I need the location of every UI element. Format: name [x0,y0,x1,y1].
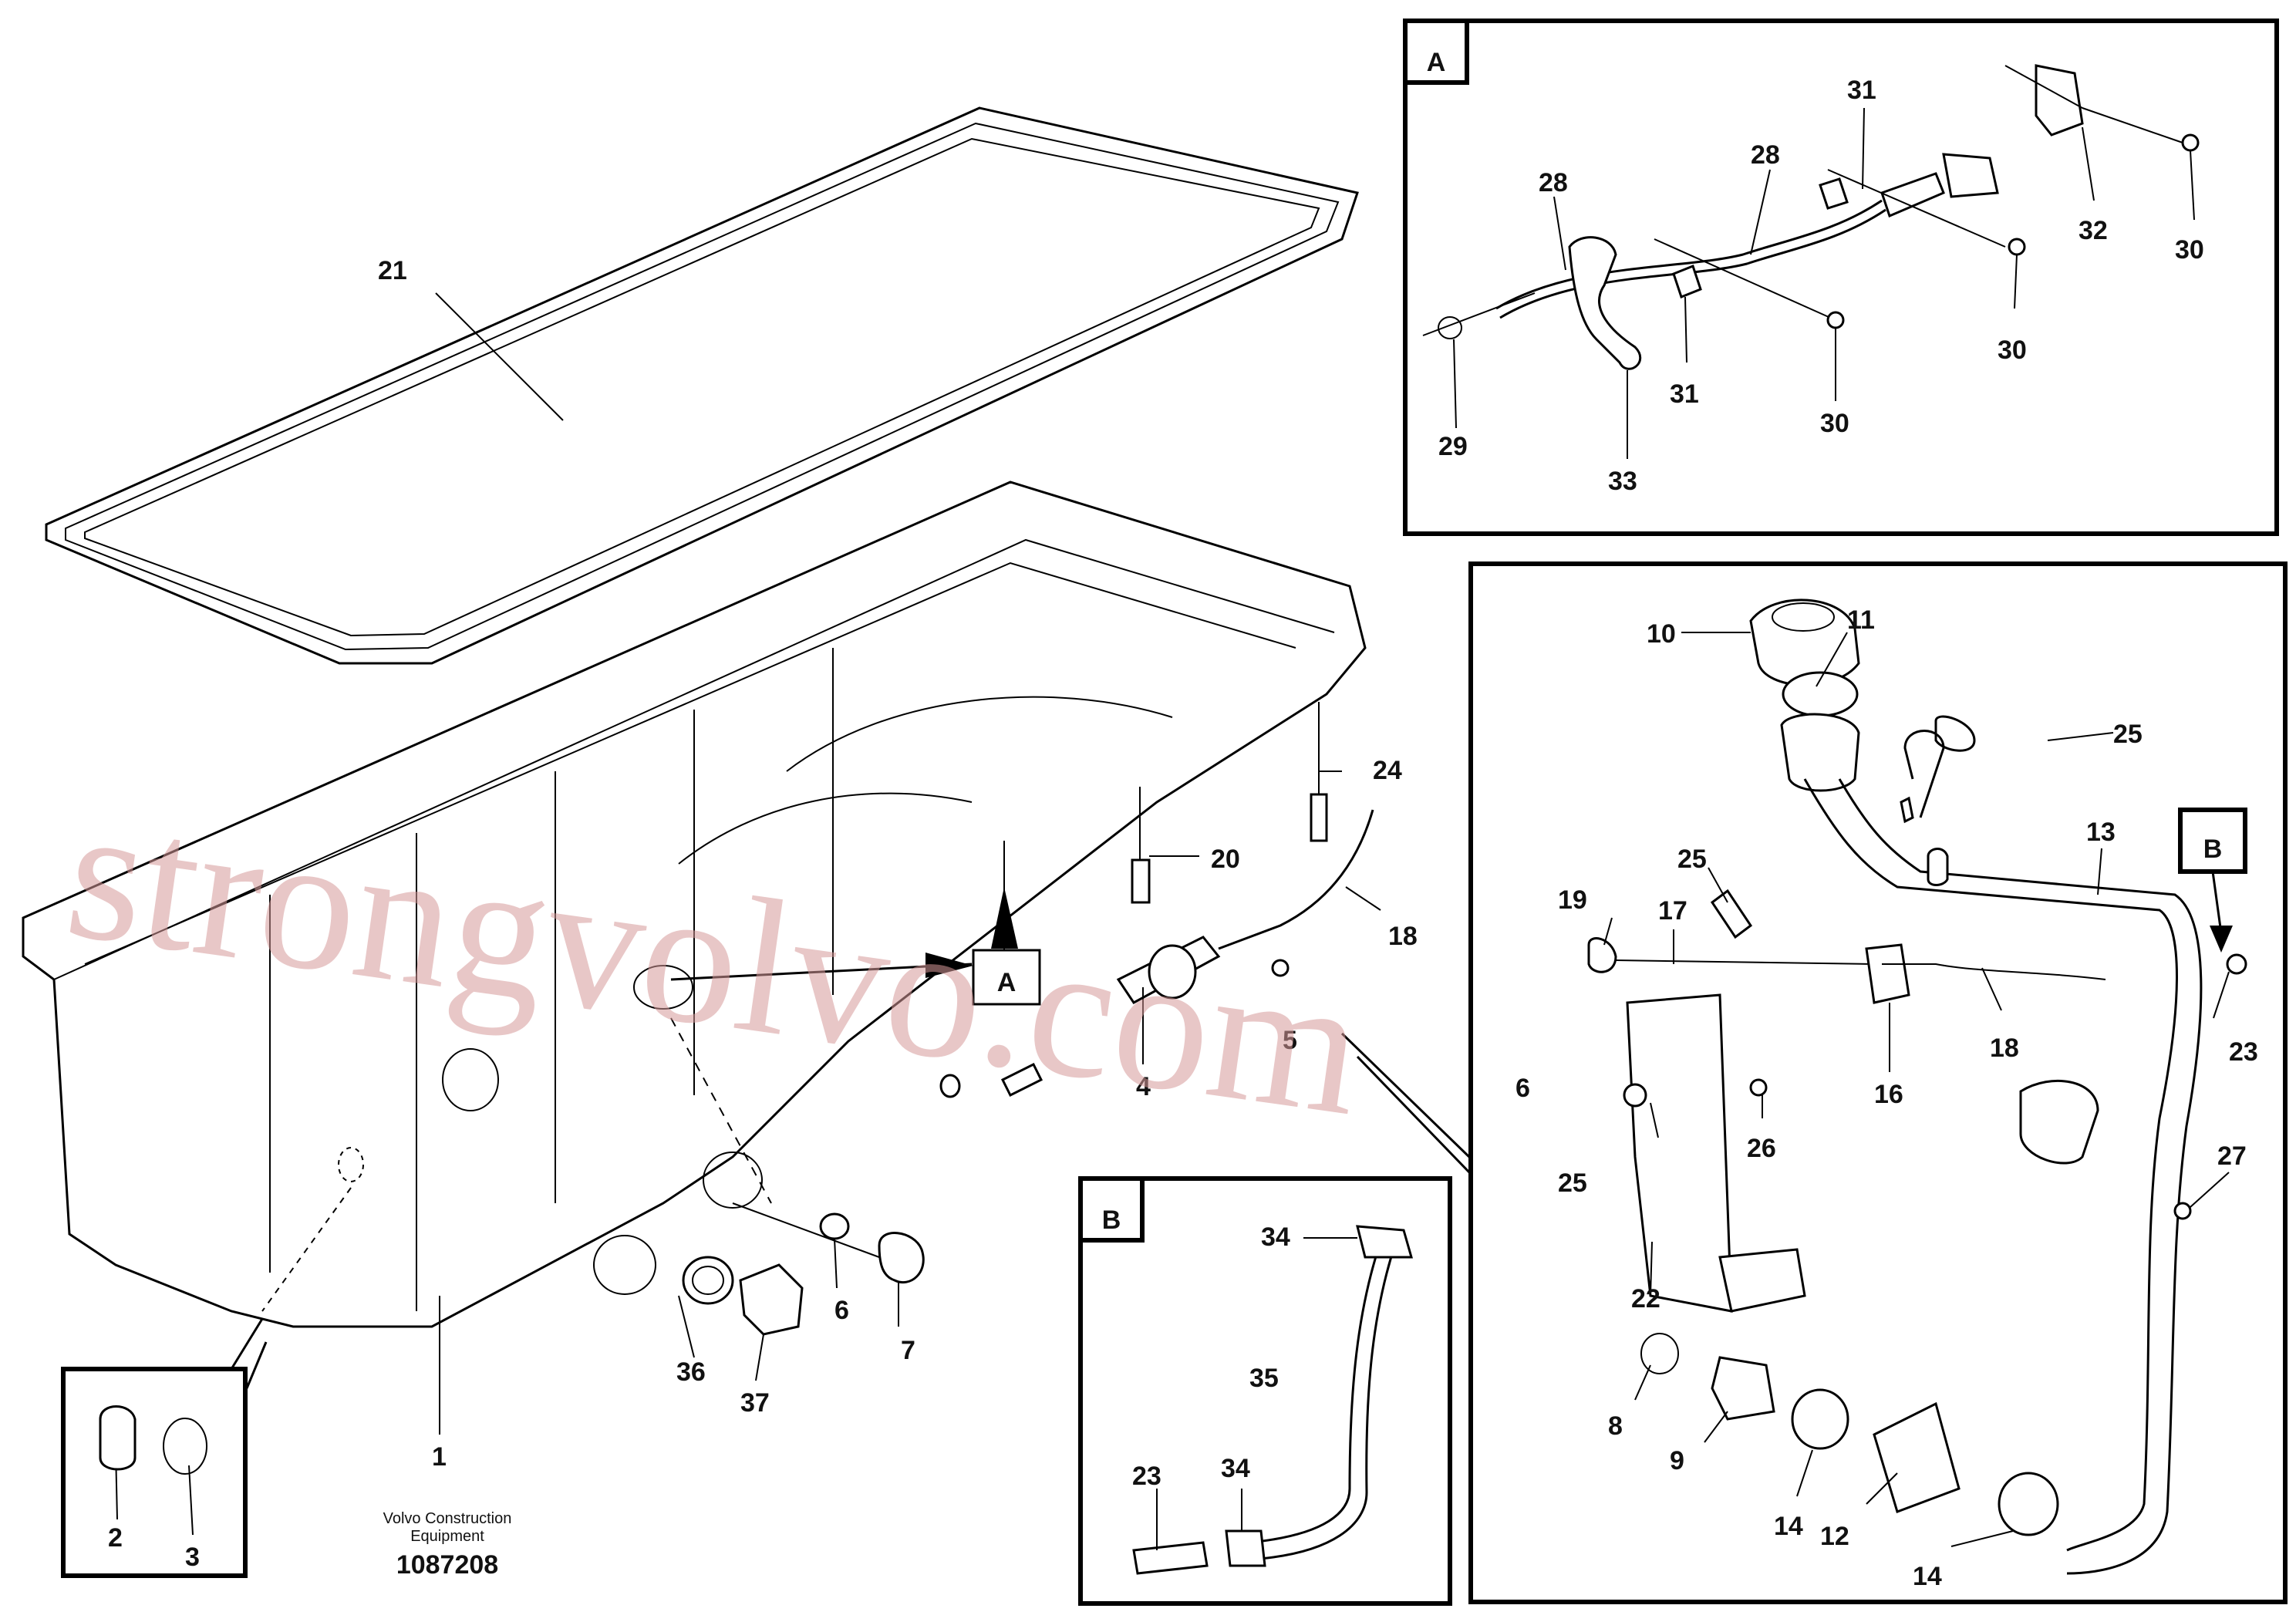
label-9: 9 [1670,1446,1684,1475]
label-29: 29 [1438,432,1468,461]
label-13: 13 [2086,818,2116,847]
label-14a: 14 [1774,1512,1803,1541]
label-27: 27 [2217,1141,2247,1171]
label-34b: 34 [1221,1454,1250,1483]
detail-A-parts [1422,64,2200,370]
label-6b: 6 [1515,1074,1530,1103]
label-26: 26 [1747,1134,1776,1163]
publisher-line-2: Equipment [410,1528,484,1545]
detail-B-small-tag-label: B [1102,1206,1121,1235]
label-32: 32 [2079,216,2108,245]
label-35: 35 [1249,1364,1279,1393]
detail-A-marker [972,949,1041,1006]
label-25a: 25 [2113,720,2143,749]
detail-B-small-tag [1078,1176,1145,1243]
label-25c: 25 [1558,1168,1587,1198]
label-18a: 18 [1388,922,1418,951]
label-31b: 31 [1670,379,1699,409]
label-30b: 30 [1998,336,2027,365]
detail-A-frame [1403,19,2279,536]
label-7: 7 [901,1336,915,1365]
publisher-line-1: Volvo Construction [383,1510,512,1527]
label-8: 8 [1608,1411,1623,1441]
label-31a: 31 [1847,76,1876,105]
detail-A-marker-label: A [997,968,1017,997]
label-23a: 23 [2229,1037,2258,1067]
leader-lines-main [115,292,1381,1536]
label-4: 4 [1136,1072,1151,1101]
detail-B-callout-label: B [2203,835,2223,864]
label-6: 6 [834,1296,849,1325]
label-3: 3 [185,1543,200,1572]
label-28a: 28 [1539,168,1568,197]
detail-B-callout: B [2178,808,2247,953]
detail-B-small-frame [1078,1176,1452,1606]
label-12: 12 [1820,1522,1849,1551]
label-2: 2 [108,1523,123,1553]
detail-B-pointer [1340,1032,1471,1174]
label-19: 19 [1558,885,1587,915]
sensor-parts [939,702,1374,1098]
oil-pan [22,481,1367,1328]
label-18b: 18 [1990,1034,2019,1063]
plug-detail-box [61,1367,248,1578]
plug-detail-parts [99,1405,207,1475]
label-34a: 34 [1261,1222,1290,1252]
label-30a: 30 [2175,235,2204,265]
oil-pan-gasket [45,106,1359,665]
arrow-to-A-icon [925,953,973,978]
label-23b: 23 [1132,1462,1161,1491]
detail-B-large-parts [1587,599,2247,1575]
label-37: 37 [740,1388,770,1418]
label-25b: 25 [1677,845,1707,874]
label-21: 21 [378,256,407,285]
document-number: 1087208 [396,1550,498,1580]
detail-A-tag [1403,19,1469,85]
label-11: 11 [1847,605,1875,635]
detail-A-tag-label: A [1427,48,1446,77]
label-14b: 14 [1913,1562,1942,1591]
detail-B-small-parts [1132,1225,1413,1575]
label-24: 24 [1373,756,1402,785]
label-20: 20 [1211,845,1240,874]
label-17: 17 [1658,896,1687,926]
label-33: 33 [1608,467,1637,496]
detail-B-leaders [1603,632,2230,1547]
leader-to-A [670,963,973,981]
label-22: 22 [1631,1284,1660,1313]
label-1: 1 [432,1442,447,1472]
label-16: 16 [1874,1080,1903,1109]
label-30c: 30 [1820,409,1849,438]
label-10: 10 [1647,619,1676,649]
label-28b: 28 [1751,140,1780,170]
label-36: 36 [676,1357,706,1387]
oil-drain-plug-parts [682,1202,925,1336]
detail-A-leaders [1453,107,2195,459]
label-5: 5 [1283,1026,1297,1055]
detail-B-large-frame [1468,561,2288,1604]
